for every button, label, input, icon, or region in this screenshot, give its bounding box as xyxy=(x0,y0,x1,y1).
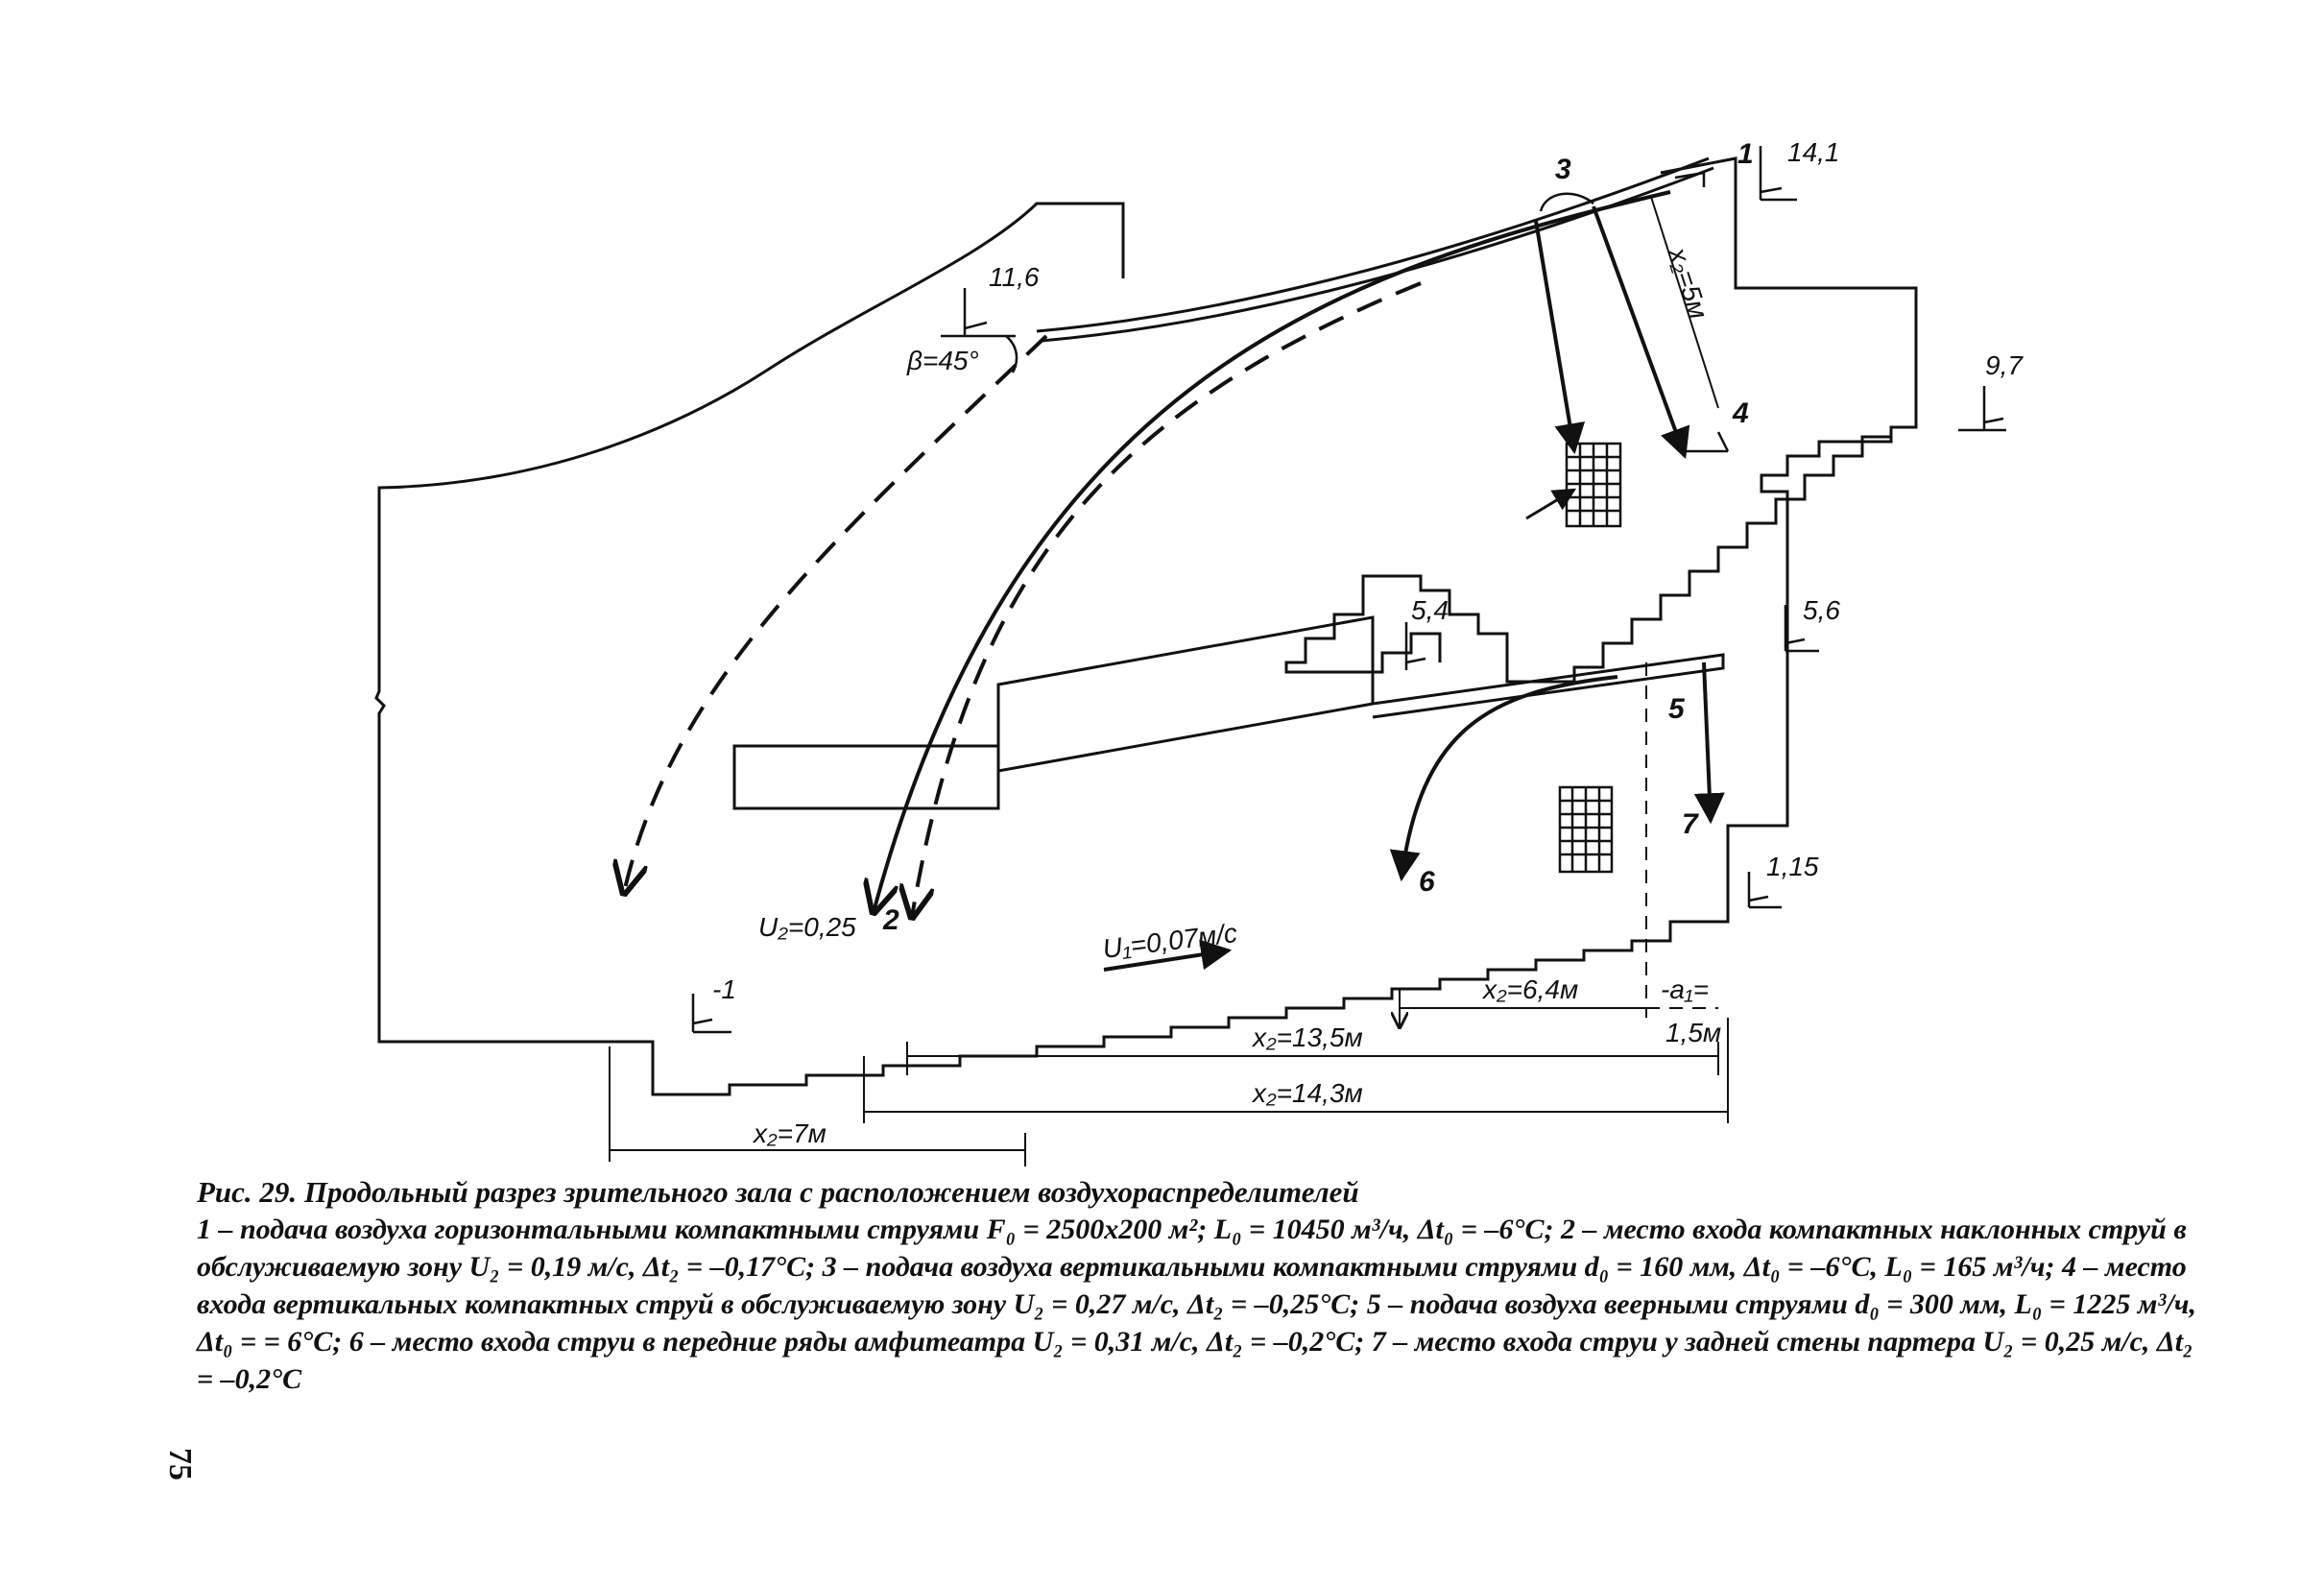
elevation-mark-11-6 xyxy=(941,288,1016,338)
dim-line-x2-135 xyxy=(906,1042,1719,1075)
u1-007-label: U₁=0,07м/с xyxy=(1101,918,1239,964)
caption-body: 1 – подача воздуха горизонтальными компа… xyxy=(197,1214,2197,1395)
u2-025-label: U₂=0,25 xyxy=(758,912,856,942)
caption-title: Рис. 29. Продольный разрез зрительного з… xyxy=(197,1175,1359,1209)
dim-a1-value: 1,5м xyxy=(1665,1018,1721,1047)
diffuser-4-mark xyxy=(1682,431,1730,453)
dim-line-x2-143 xyxy=(863,1018,1729,1123)
elevation-9-7: 9,7 xyxy=(1985,350,2024,380)
dim-x2-14-3: x₂=14,3м xyxy=(1251,1078,1363,1108)
dim-line-a1 xyxy=(1645,662,1718,1018)
dim-x2-6-4: x₂=6,4м xyxy=(1481,974,1578,1004)
elevation-minus-1: -1 xyxy=(712,974,736,1004)
jet-curve-dashed-2 xyxy=(912,281,1422,917)
callout-2: 2 xyxy=(882,904,899,936)
elevation-11-6: 11,6 xyxy=(989,262,1040,292)
elevation-mark-minus-1 xyxy=(691,994,731,1034)
callout-7: 7 xyxy=(1682,808,1699,840)
dim-line-x2-64 xyxy=(1400,989,1646,1027)
dim-x2-7m: x₂=7м xyxy=(752,1118,827,1148)
elevation-mark-9-7 xyxy=(1958,386,2006,432)
balcony-stairs xyxy=(1284,425,1916,684)
angle-label: β=45° xyxy=(906,346,979,375)
jet-curve-main xyxy=(874,190,1671,912)
jet-curve-dashed-1 xyxy=(624,334,1048,893)
callout-3: 3 xyxy=(1555,154,1571,185)
elevation-5-6: 5,6 xyxy=(1803,595,1840,625)
elevation-mark-14-1 xyxy=(1759,146,1797,202)
elevation-1-15: 1,15 xyxy=(1766,852,1819,881)
jet-fan-5 xyxy=(1389,675,1618,882)
hall-outline xyxy=(374,156,1918,1096)
elevation-mark-5-6 xyxy=(1784,605,1819,653)
diffuser-1-nozzle xyxy=(1674,171,1706,187)
diffuser-3-bracket xyxy=(1539,192,1594,212)
balcony-slab xyxy=(732,615,1725,810)
elevation-14-1: 14,1 xyxy=(1787,137,1840,167)
jet-vertical-2 xyxy=(1592,205,1690,460)
figure-caption: Рис. 29. Продольный разрез зрительного з… xyxy=(197,1173,2203,1398)
dim-a1: -a₁= xyxy=(1661,974,1709,1004)
dim-line-x2-7m xyxy=(609,1046,1026,1166)
jet-down-7 xyxy=(1693,661,1725,825)
dim-line-x2-5m xyxy=(1650,196,1719,409)
x2-5m-label: x₂=5м xyxy=(1663,242,1714,323)
callout-6: 6 xyxy=(1419,866,1435,898)
ceiling-slab xyxy=(1036,156,1714,343)
page-number: 75 xyxy=(162,1448,198,1480)
callout-5: 5 xyxy=(1668,693,1686,725)
angle-arc xyxy=(1005,335,1018,373)
jet-u1-arrow xyxy=(1103,939,1233,972)
dim-x2-13-5: x₂=13,5м xyxy=(1251,1022,1363,1052)
elevation-mark-5-4 xyxy=(1404,622,1426,670)
callout-4: 4 xyxy=(1732,397,1749,429)
elevation-mark-1-15 xyxy=(1747,872,1782,909)
callout-1: 1 xyxy=(1737,138,1754,170)
elevation-5-4: 5,4 xyxy=(1411,595,1449,625)
jet-vertical-1 xyxy=(1534,220,1586,455)
